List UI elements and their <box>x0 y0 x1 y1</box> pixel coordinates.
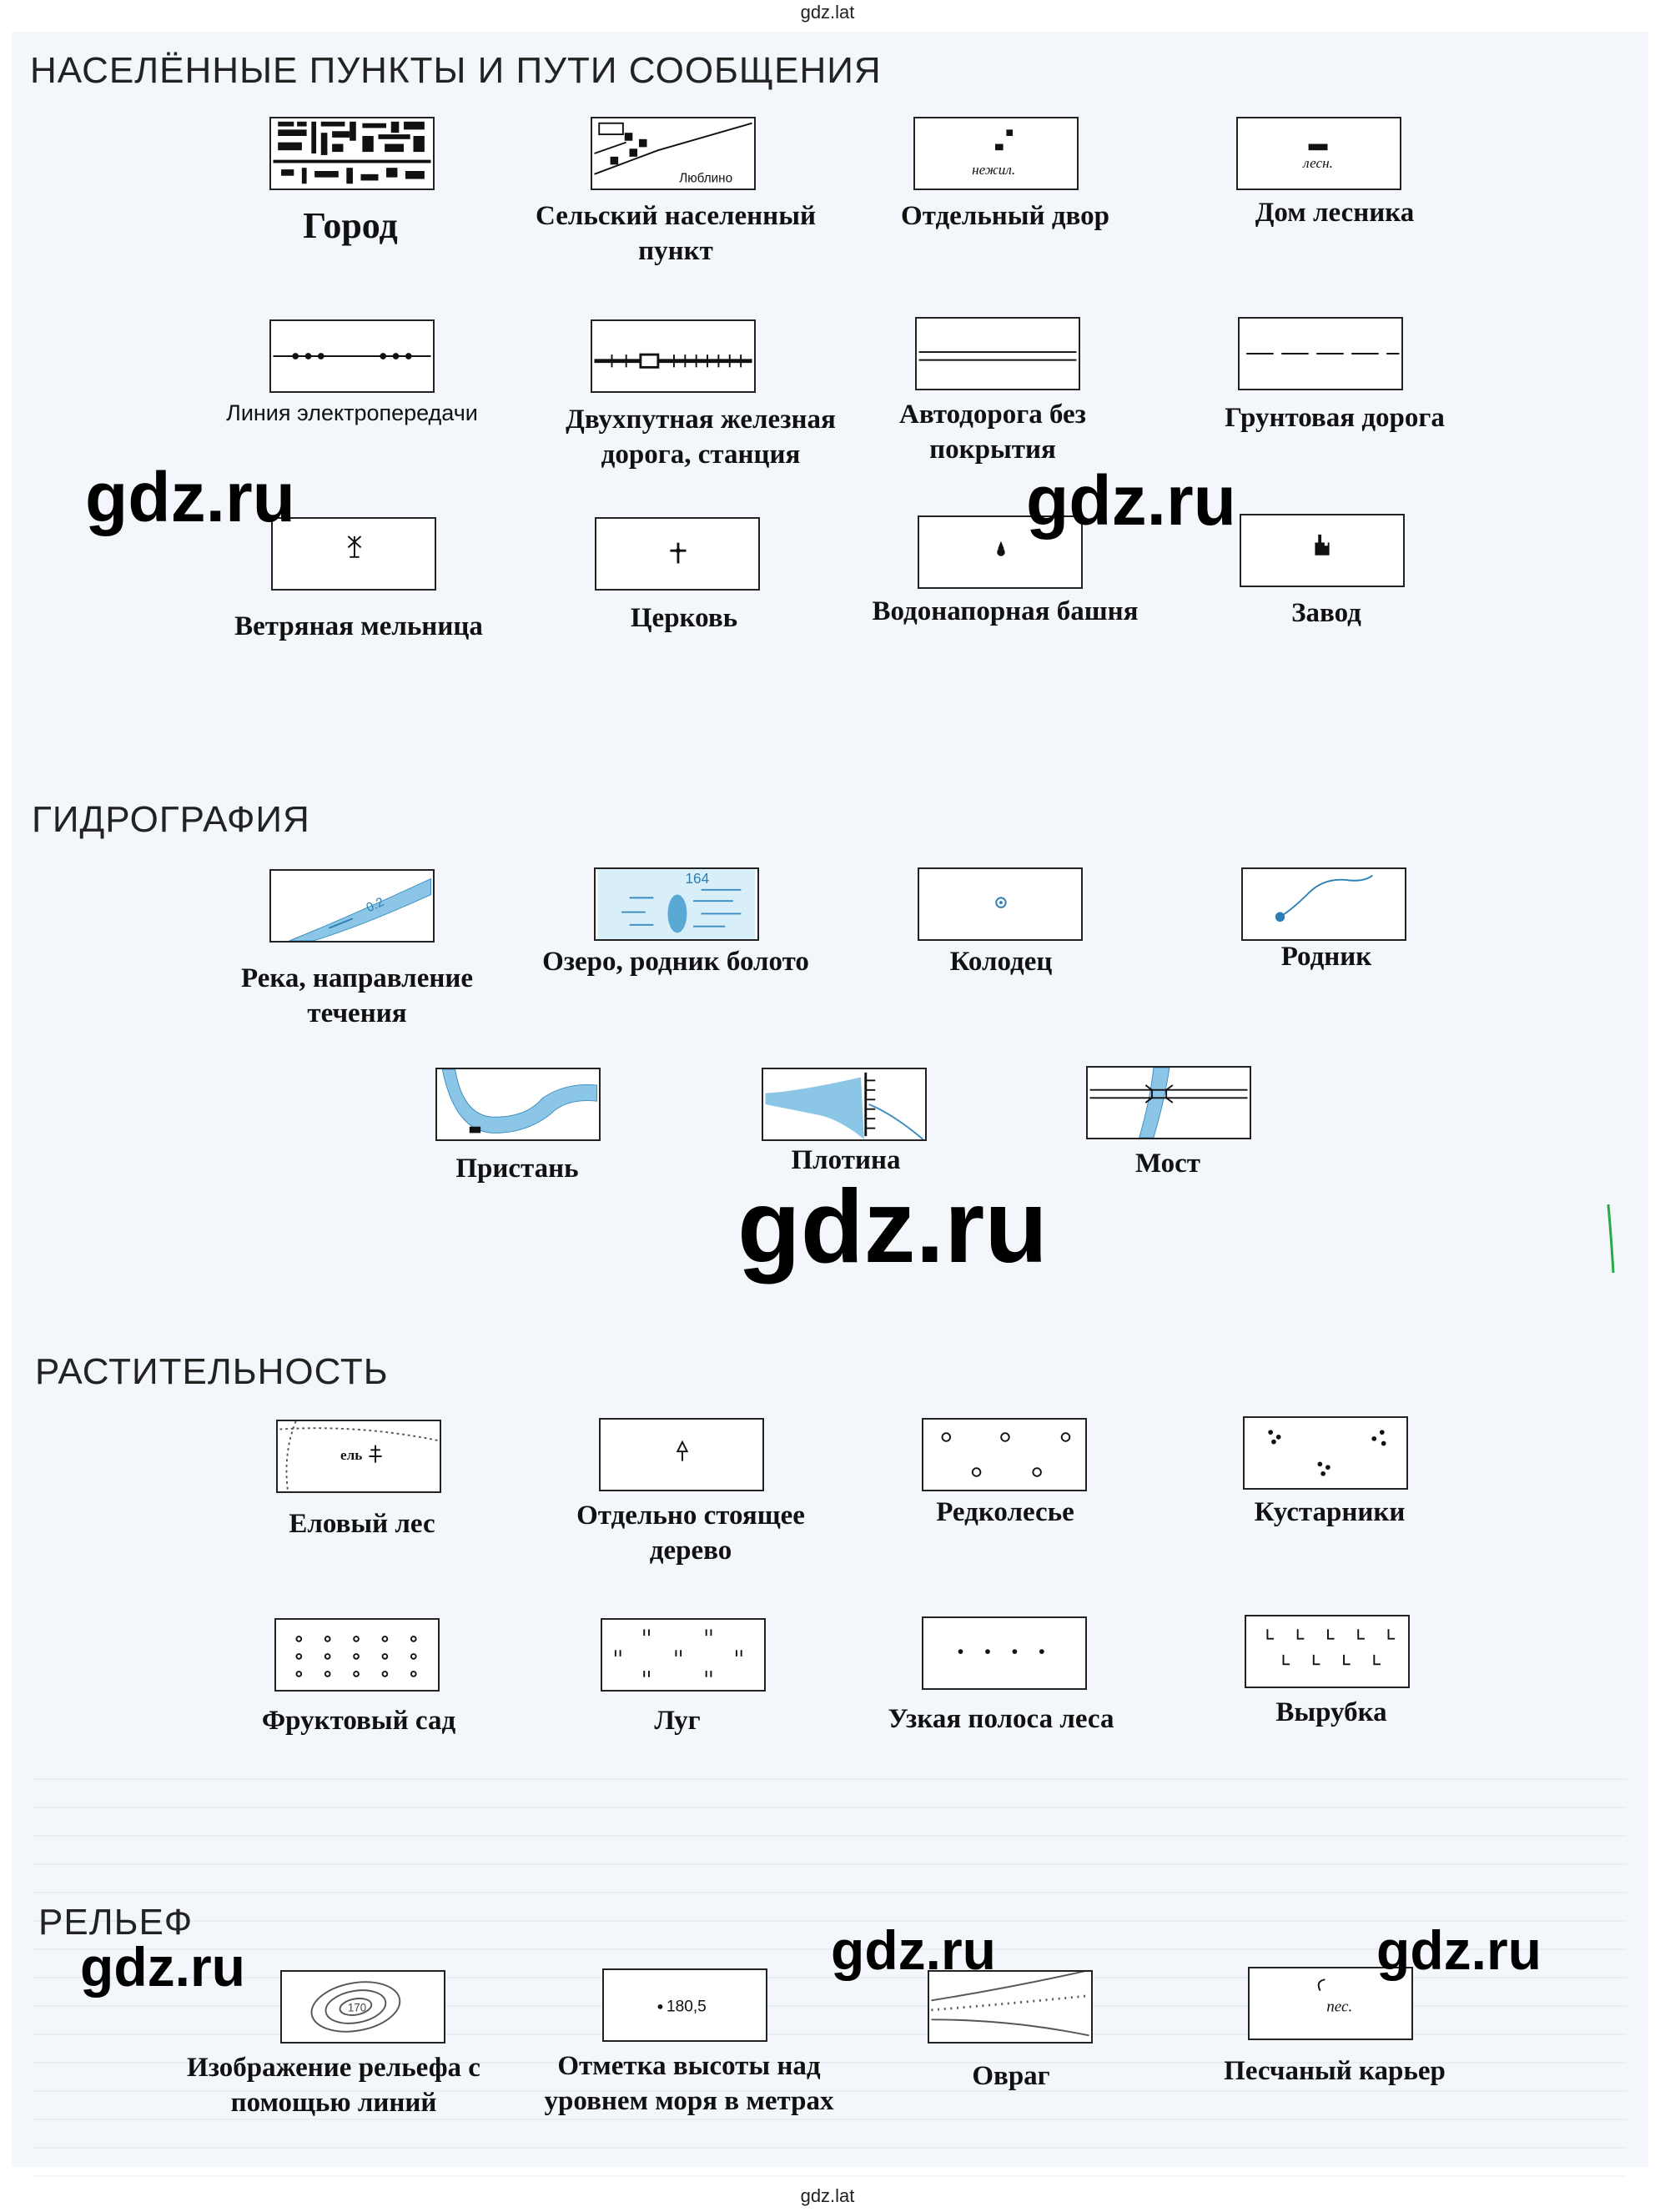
label-river: Река, направление течения <box>240 963 474 1028</box>
water-tower-icon <box>918 515 1083 589</box>
church-icon <box>595 517 760 591</box>
river-icon: 0.2 <box>269 869 435 943</box>
lake-icon: 164 <box>594 867 759 941</box>
spruce-note: ель <box>340 1447 362 1463</box>
windmill-icon <box>271 517 436 591</box>
label-sand-pit: Песчаный карьер <box>1224 2056 1446 2086</box>
pier-icon <box>435 1068 601 1141</box>
sparse-forest-icon <box>922 1418 1087 1491</box>
watermark-2: gdz.ru <box>1026 461 1236 540</box>
label-spring: Родник <box>1280 942 1372 972</box>
label-ravine: Овраг <box>972 2061 1050 2091</box>
lake-height: 164 <box>686 870 710 887</box>
dam-icon <box>762 1068 927 1141</box>
label-railway: Двухпутная железная дорога, станция <box>566 405 836 470</box>
forest-strip-icon <box>922 1616 1087 1690</box>
forester-note: лесн. <box>1302 155 1333 171</box>
city-map-icon <box>269 117 435 190</box>
single-tree-icon <box>599 1418 764 1491</box>
farmstead-icon: нежил. <box>913 117 1079 190</box>
label-meadow: Луг <box>654 1706 701 1736</box>
label-bridge: Мост <box>1134 1149 1201 1179</box>
sand-note: пес. <box>1326 1998 1352 2016</box>
bridge-icon <box>1086 1066 1251 1139</box>
unpaved-road-icon <box>915 317 1080 390</box>
label-pier: Пристань <box>455 1154 579 1184</box>
label-spot-height: Отметка высоты над уровнем моря в метрах <box>544 2051 834 2116</box>
village-icon: Люблино <box>591 117 756 190</box>
label-farmstead: Отдельный двор <box>901 201 1109 231</box>
label-orchard: Фруктовый сад <box>261 1706 456 1736</box>
section-title-settlements: НАСЕЛЁННЫЕ ПУНКТЫ И ПУТИ СООБЩЕНИЯ <box>30 50 882 91</box>
well-icon <box>918 867 1083 941</box>
label-unpaved-road: Автодорога без покрытия <box>899 400 1086 465</box>
section-title-vegetation: РАСТИТЕЛЬНОСТЬ <box>35 1351 389 1392</box>
label-dirt-road: Грунтовая дорога <box>1225 403 1445 433</box>
clearing-icon <box>1245 1615 1410 1688</box>
ravine-icon <box>928 1970 1093 2044</box>
spruce-forest-icon: ель <box>276 1420 441 1493</box>
section-title-relief: РЕЛЬЕФ <box>38 1902 194 1943</box>
watermark-6: gdz.ru <box>1376 1919 1542 1981</box>
dirt-road-icon <box>1238 317 1403 390</box>
village-name: Люблино <box>679 171 732 185</box>
label-dam: Плотина <box>791 1145 901 1175</box>
contour-value: 170 <box>348 2002 366 2014</box>
power-line-icon <box>269 319 435 393</box>
label-sparse-forest: Редколесье <box>936 1497 1074 1527</box>
label-village: Сельский населенный пункт <box>536 201 816 266</box>
spot-height-icon: 180,5 <box>602 1968 767 2042</box>
label-contour-lines: Изображение рельефа с помощью линий <box>187 2053 480 2118</box>
label-single-tree: Отдельно стоящее дерево <box>576 1501 805 1566</box>
label-lake: Озеро, родник болото <box>542 947 809 977</box>
watermark-4: gdz.ru <box>80 1936 245 1998</box>
label-forest-strip: Узкая полоса леса <box>888 1704 1114 1734</box>
label-well: Колодец <box>949 947 1053 977</box>
sand-pit-icon: пес. <box>1248 1967 1413 2040</box>
farmstead-note: нежил. <box>972 162 1015 178</box>
contour-lines-icon: 170 <box>280 1970 445 2044</box>
site-label-bottom: gdz.lat <box>800 2185 855 2206</box>
railway-icon <box>591 319 756 393</box>
label-spruce-forest: Еловый лес <box>289 1509 435 1539</box>
shrubs-icon <box>1243 1416 1408 1490</box>
watermark-5: gdz.ru <box>831 1919 996 1981</box>
label-church: Церковь <box>630 603 738 633</box>
spring-icon <box>1241 867 1406 941</box>
factory-icon <box>1240 514 1405 587</box>
label-windmill: Ветряная мельница <box>234 611 483 641</box>
label-factory: Завод <box>1291 598 1361 628</box>
label-forester-house: Дом лесника <box>1255 198 1415 228</box>
orchard-icon <box>274 1618 440 1692</box>
forester-house-icon: лесн. <box>1236 117 1401 190</box>
watermark-3: gdz.ru <box>737 1169 1048 1284</box>
pen-mark-icon <box>1607 1204 1615 1274</box>
meadow-icon <box>601 1618 766 1692</box>
section-title-hydrography: ГИДРОГРАФИЯ <box>32 799 310 840</box>
label-water-tower: Водонапорная башня <box>872 596 1139 626</box>
watermark-1: gdz.ru <box>85 458 295 536</box>
site-label-top: gdz.lat <box>800 2 855 23</box>
label-clearing: Вырубка <box>1275 1697 1387 1727</box>
label-city: Город <box>303 205 398 246</box>
label-power-line: Линия электропередачи <box>226 400 478 425</box>
label-shrubs: Кустарники <box>1254 1497 1406 1527</box>
spot-height-value: 180,5 <box>667 1998 707 2016</box>
